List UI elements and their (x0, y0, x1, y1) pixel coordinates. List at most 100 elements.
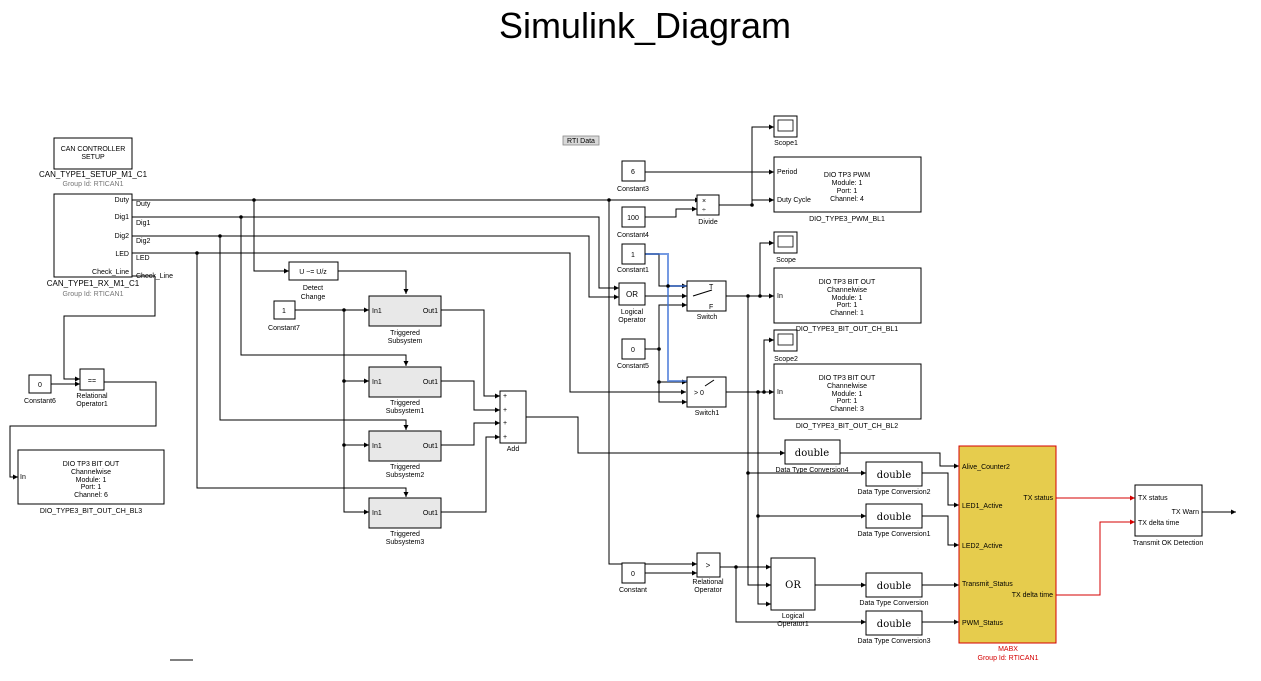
detect-change-block[interactable]: U ~= U/z Detect Change (288, 261, 339, 301)
svg-text:×: × (702, 198, 706, 205)
dio-bit-out-bl1-block[interactable]: In DIO TP3 BIT OUT Channelwise Module: 1… (773, 267, 922, 333)
svg-text:Channel: 1: Channel: 1 (830, 310, 864, 317)
svg-text:In1: In1 (372, 308, 382, 315)
svg-text:Check_Line: Check_Line (92, 269, 129, 276)
logical-operator-block[interactable]: OR Logical Operator (618, 282, 646, 324)
constant1-block[interactable]: 1 Constant1 (617, 243, 649, 274)
svg-text:Operator1: Operator1 (777, 621, 809, 628)
svg-text:Out1: Out1 (423, 443, 438, 450)
svg-text:+: + (503, 407, 507, 414)
constant6-block[interactable]: 0 Constant6 (24, 374, 56, 405)
svg-text:6: 6 (631, 169, 635, 176)
svg-text:+: + (503, 393, 507, 400)
svg-text:Triggered: Triggered (390, 400, 420, 407)
relational-operator-block[interactable]: > Relational Operator (692, 552, 724, 594)
svg-text:÷: ÷ (702, 207, 706, 214)
svg-text:Channelwise: Channelwise (71, 469, 111, 476)
svg-text:TX delta time: TX delta time (1138, 520, 1179, 527)
can-setup-block[interactable]: CAN CONTROLLER SETUP CAN_TYPE1_SETUP_M1_… (39, 137, 148, 188)
svg-text:Dig2: Dig2 (115, 233, 130, 240)
svg-text:OR: OR (626, 290, 638, 299)
svg-text:Constant5: Constant5 (617, 363, 649, 370)
dio-bit-out-bl2-block[interactable]: In DIO TP3 BIT OUT Channelwise Module: 1… (773, 363, 922, 430)
triggered-subsystem3-block[interactable]: In1 Out1 Triggered Subsystem3 (368, 497, 442, 546)
triggered-subsystem2-block[interactable]: In1 Out1 Triggered Subsystem2 (368, 430, 442, 479)
svg-text:Transmit_Status: Transmit_Status (962, 581, 1013, 588)
svg-text:DIO TP3 BIT OUT: DIO TP3 BIT OUT (819, 375, 876, 382)
svg-text:CAN CONTROLLER: CAN CONTROLLER (61, 146, 126, 153)
constant3-block[interactable]: 6 Constant3 (617, 160, 649, 193)
svg-text:Channelwise: Channelwise (827, 287, 867, 294)
constant5-block[interactable]: 0 Constant5 (617, 338, 649, 370)
svg-text:Dig2: Dig2 (136, 238, 151, 245)
svg-text:Divide: Divide (698, 219, 718, 226)
svg-text:Operator1: Operator1 (76, 401, 108, 408)
svg-text:Subsystem1: Subsystem1 (386, 408, 425, 415)
svg-text:double: double (795, 448, 829, 459)
svg-text:>: > (706, 561, 711, 570)
constant-block[interactable]: 0 Constant (619, 562, 647, 594)
switch-block[interactable]: T F Switch (686, 280, 727, 321)
svg-text:0: 0 (631, 347, 635, 354)
relational-operator1-block[interactable]: == Relational Operator1 (76, 368, 108, 408)
svg-text:F: F (709, 304, 713, 311)
svg-text:Subsystem3: Subsystem3 (386, 539, 425, 546)
svg-text:TX status: TX status (1023, 495, 1053, 502)
rti-data-badge[interactable]: RTI Data (562, 135, 600, 146)
svg-text:Channelwise: Channelwise (827, 383, 867, 390)
dio-bit-out-bl1-name: DIO_TYPE3_BIT_OUT_CH_BL1 (796, 326, 898, 333)
svg-text:Logical: Logical (782, 613, 805, 620)
data-type-conversion2-block[interactable]: double Data Type Conversion2 (857, 461, 931, 496)
dio-pwm-block[interactable]: Period Duty Cycle DIO TP3 PWM Module: 1 … (773, 156, 922, 223)
divide-block[interactable]: × ÷ Divide (696, 194, 720, 226)
svg-text:Triggered: Triggered (390, 330, 420, 337)
svg-text:Data Type Conversion1: Data Type Conversion1 (857, 531, 930, 538)
triggered-subsystem-block[interactable]: In1 Out1 Triggered Subsystem (368, 295, 442, 345)
constant4-block[interactable]: 100 Constant4 (617, 206, 649, 239)
data-type-conversion3-block[interactable]: double Data Type Conversion3 (857, 610, 931, 645)
triggered-subsystem1-block[interactable]: In1 Out1 Triggered Subsystem1 (368, 366, 442, 415)
svg-text:1: 1 (631, 252, 635, 259)
data-type-conversion4-block[interactable]: double Data Type Conversion4 (775, 439, 849, 474)
scope2-block[interactable]: Scope2 (773, 329, 798, 363)
svg-text:+: + (503, 420, 507, 427)
svg-text:Channel: 3: Channel: 3 (830, 406, 864, 413)
svg-text:In: In (777, 293, 783, 300)
mabx-name: MABX (998, 646, 1018, 653)
svg-text:Port: 1: Port: 1 (837, 188, 858, 195)
svg-text:0: 0 (38, 382, 42, 389)
svg-text:Switch1: Switch1 (695, 410, 720, 417)
svg-text:Constant: Constant (619, 587, 647, 594)
data-type-conversion-block[interactable]: double Data Type Conversion (859, 572, 929, 607)
scope1-block[interactable]: Scope1 (773, 115, 798, 147)
add-block[interactable]: ++ ++ Add (499, 390, 527, 453)
svg-text:Module: 1: Module: 1 (832, 391, 863, 398)
logical-operator1-block[interactable]: OR Logical Operator1 (770, 557, 816, 628)
svg-text:LED1_Active: LED1_Active (962, 503, 1003, 510)
svg-text:Logical: Logical (621, 309, 644, 316)
scope-block[interactable]: Scope (773, 231, 798, 264)
svg-text:Duty: Duty (115, 197, 130, 204)
svg-text:TX status: TX status (1138, 495, 1168, 502)
switch1-block[interactable]: > 0 Switch1 (686, 376, 727, 417)
svg-text:In1: In1 (372, 379, 382, 386)
svg-text:Module: 1: Module: 1 (832, 180, 863, 187)
data-type-conversion1-block[interactable]: double Data Type Conversion1 (857, 503, 931, 538)
transmit-ok-detection-block[interactable]: TX status TX delta time TX Warn Transmit… (1133, 484, 1204, 547)
constant7-block[interactable]: 1 Constant7 (268, 300, 300, 332)
svg-text:Period: Period (777, 169, 797, 176)
svg-text:Port: 1: Port: 1 (837, 302, 858, 309)
transmit-ok-detection-name: Transmit OK Detection (1133, 540, 1204, 547)
svg-text:Constant4: Constant4 (617, 232, 649, 239)
svg-text:In1: In1 (372, 510, 382, 517)
svg-text:> 0: > 0 (694, 390, 704, 397)
dio-bit-out-bl3-block[interactable]: In DIO TP3 BIT OUT Channelwise Module: 1… (17, 449, 165, 515)
svg-text:PWM_Status: PWM_Status (962, 620, 1003, 627)
mabx-block[interactable]: Alive_Counter2 LED1_Active LED2_Active T… (958, 445, 1057, 662)
svg-text:Triggered: Triggered (390, 531, 420, 538)
svg-text:Dig1: Dig1 (136, 220, 151, 227)
can-rx-block[interactable]: Duty Dig1 Dig2 LED Check_Line Duty Dig1 … (47, 193, 173, 298)
svg-text:Dig1: Dig1 (115, 214, 130, 221)
svg-text:Port: 1: Port: 1 (837, 398, 858, 405)
